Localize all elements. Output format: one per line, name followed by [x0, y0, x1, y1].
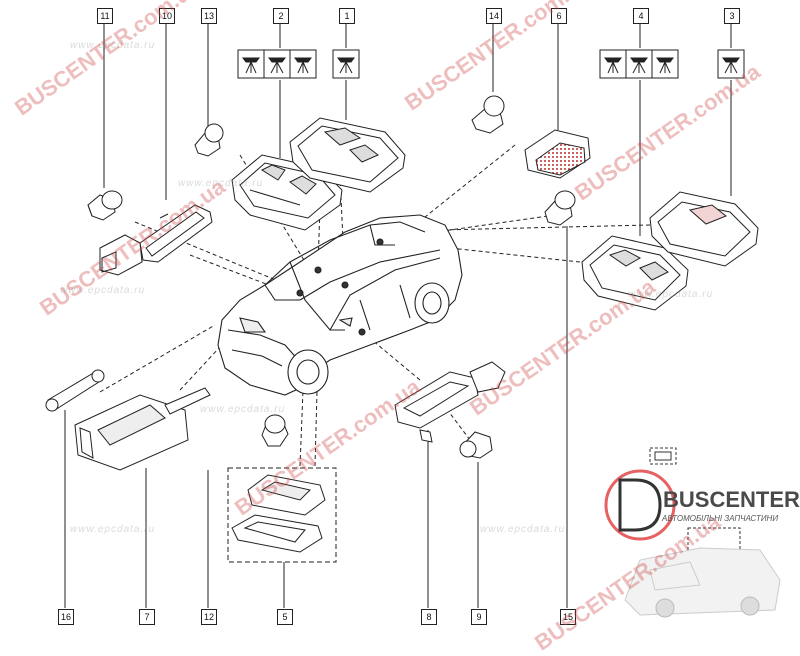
part-3-symbol-box [717, 49, 745, 79]
part-15-bulb [544, 190, 576, 226]
buscenter-logo-graphic [604, 447, 781, 618]
part-13-bulb [194, 123, 224, 157]
lamp-icon [722, 57, 740, 74]
part-8-door-lamp [394, 361, 506, 443]
lamp-center-icon [630, 57, 648, 74]
lamp-right-icon [656, 57, 674, 74]
part-7-boot-lamp [74, 387, 211, 471]
callout-6: 6 [551, 8, 567, 24]
part-2-symbol-box [237, 49, 317, 79]
part-3-lamp [649, 191, 759, 267]
callout-15: 15 [560, 609, 576, 625]
part-1-dome-lamp [289, 117, 406, 193]
part-9-bulb [459, 431, 493, 459]
callout-3: 3 [724, 8, 740, 24]
part-16-festoon-bulb [45, 369, 105, 412]
buscenter-logo-name: BUSCENTER [663, 487, 800, 512]
part-1-symbol-box [332, 49, 360, 79]
part-5-group-box [227, 467, 337, 563]
leader-lines [64, 23, 732, 608]
callout-11: 11 [97, 8, 113, 24]
part-14-bulb [471, 95, 505, 134]
callout-8: 8 [421, 609, 437, 625]
callout-14: 14 [486, 8, 502, 24]
lamp-right-icon [294, 57, 312, 74]
lamp-center-icon [268, 57, 286, 74]
callout-12: 12 [201, 609, 217, 625]
part-11-bulb [87, 190, 123, 221]
lamp-left-icon [242, 57, 260, 74]
car-sedan [217, 214, 463, 396]
part-10-lamp [99, 204, 213, 276]
callout-16: 16 [58, 609, 74, 625]
callout-5: 5 [277, 609, 293, 625]
callout-7: 7 [139, 609, 155, 625]
callout-10: 10 [159, 8, 175, 24]
part-6-led-module [524, 129, 591, 179]
part-4-lamp [581, 235, 689, 311]
callout-1: 1 [339, 8, 355, 24]
callout-9: 9 [471, 609, 487, 625]
part-5-lamp-set [231, 474, 326, 553]
lamp-left-icon [604, 57, 622, 74]
callout-4: 4 [633, 8, 649, 24]
buscenter-logo-subtitle: АВТОМОБІЛЬНІ ЗАПЧАСТИНИ [662, 514, 779, 523]
callout-2: 2 [273, 8, 289, 24]
lamp-icon [337, 57, 355, 74]
callout-13: 13 [201, 8, 217, 24]
part-4-symbol-box [599, 49, 679, 79]
part-12-bulb [261, 414, 289, 447]
